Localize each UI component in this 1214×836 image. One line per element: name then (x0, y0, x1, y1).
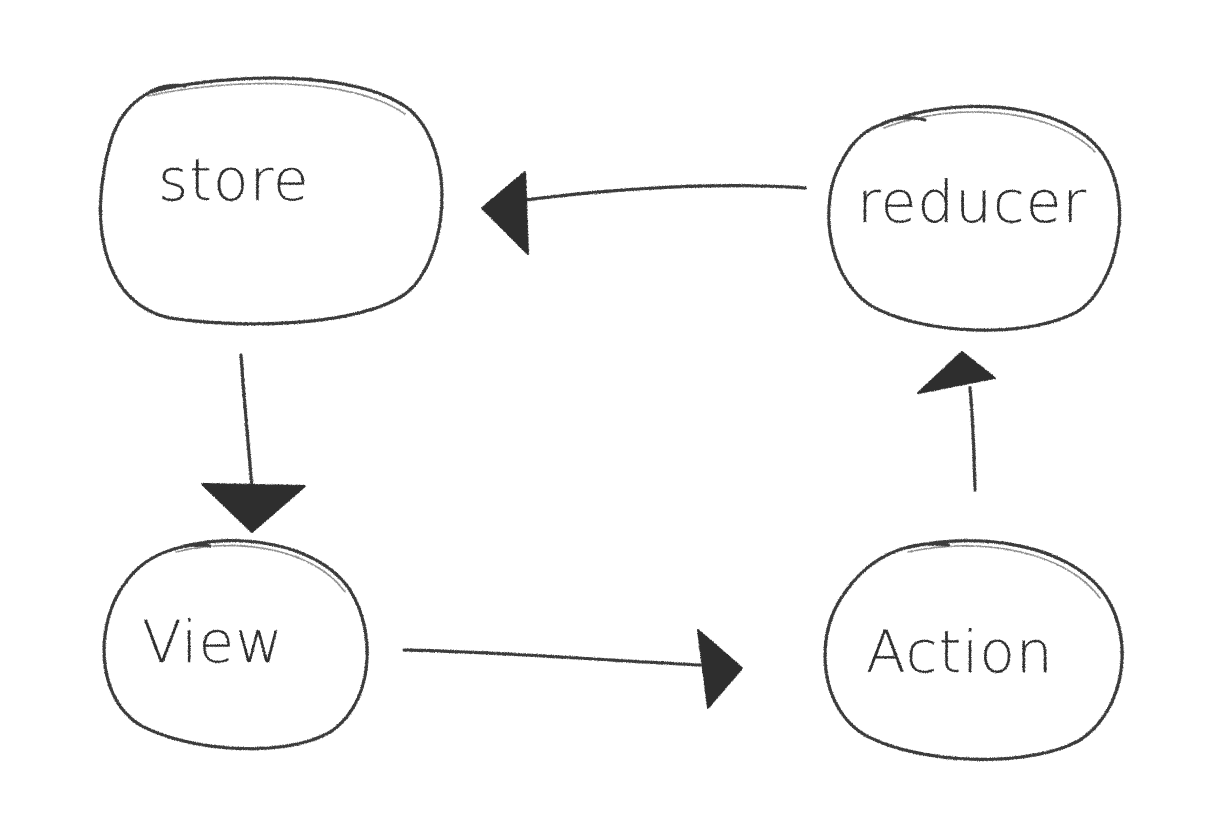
node-store: store (98, 76, 444, 326)
edge-store-to-view-line (239, 353, 254, 490)
node-action-label: Action (866, 618, 1054, 686)
edge-reducer-to-store (481, 171, 807, 255)
node-reducer: reducer (827, 104, 1122, 332)
arrowhead-right-icon (697, 629, 743, 709)
edge-store-to-view (201, 353, 306, 533)
edge-view-to-action-line (402, 648, 702, 667)
edge-reducer-to-store-line (523, 184, 807, 202)
node-action: Action (823, 539, 1124, 761)
node-view: View (102, 538, 369, 751)
edge-action-to-reducer (917, 351, 996, 492)
edge-action-to-reducer-line (968, 386, 977, 492)
node-action-outline (823, 539, 1124, 761)
arrowhead-left-icon (481, 171, 529, 255)
node-reducer-outline (827, 104, 1122, 332)
node-view-outline (102, 538, 369, 751)
node-view-label: View (142, 608, 284, 676)
node-store-outline (98, 76, 444, 326)
node-reducer-label: reducer (857, 168, 1087, 236)
arrowhead-down-icon (201, 483, 306, 533)
node-store-label: store (158, 146, 310, 214)
edge-view-to-action (402, 629, 743, 709)
arrowhead-up-icon (917, 351, 996, 394)
